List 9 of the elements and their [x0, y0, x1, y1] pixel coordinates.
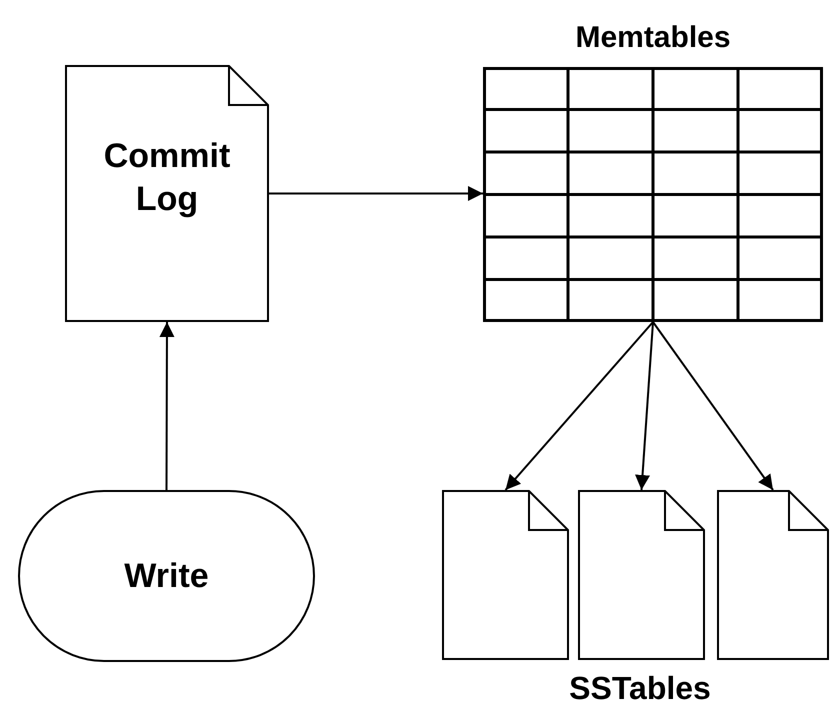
arrow: [635, 322, 654, 490]
arrow: [269, 186, 483, 201]
node-label: Write: [124, 556, 209, 596]
arrow: [504, 321, 654, 491]
table-heading: Memtables: [575, 20, 731, 56]
node-label: Commit Log: [102, 136, 232, 220]
group-label: SSTables: [568, 669, 712, 708]
arrow: [652, 321, 774, 491]
arrow: [159, 322, 174, 490]
